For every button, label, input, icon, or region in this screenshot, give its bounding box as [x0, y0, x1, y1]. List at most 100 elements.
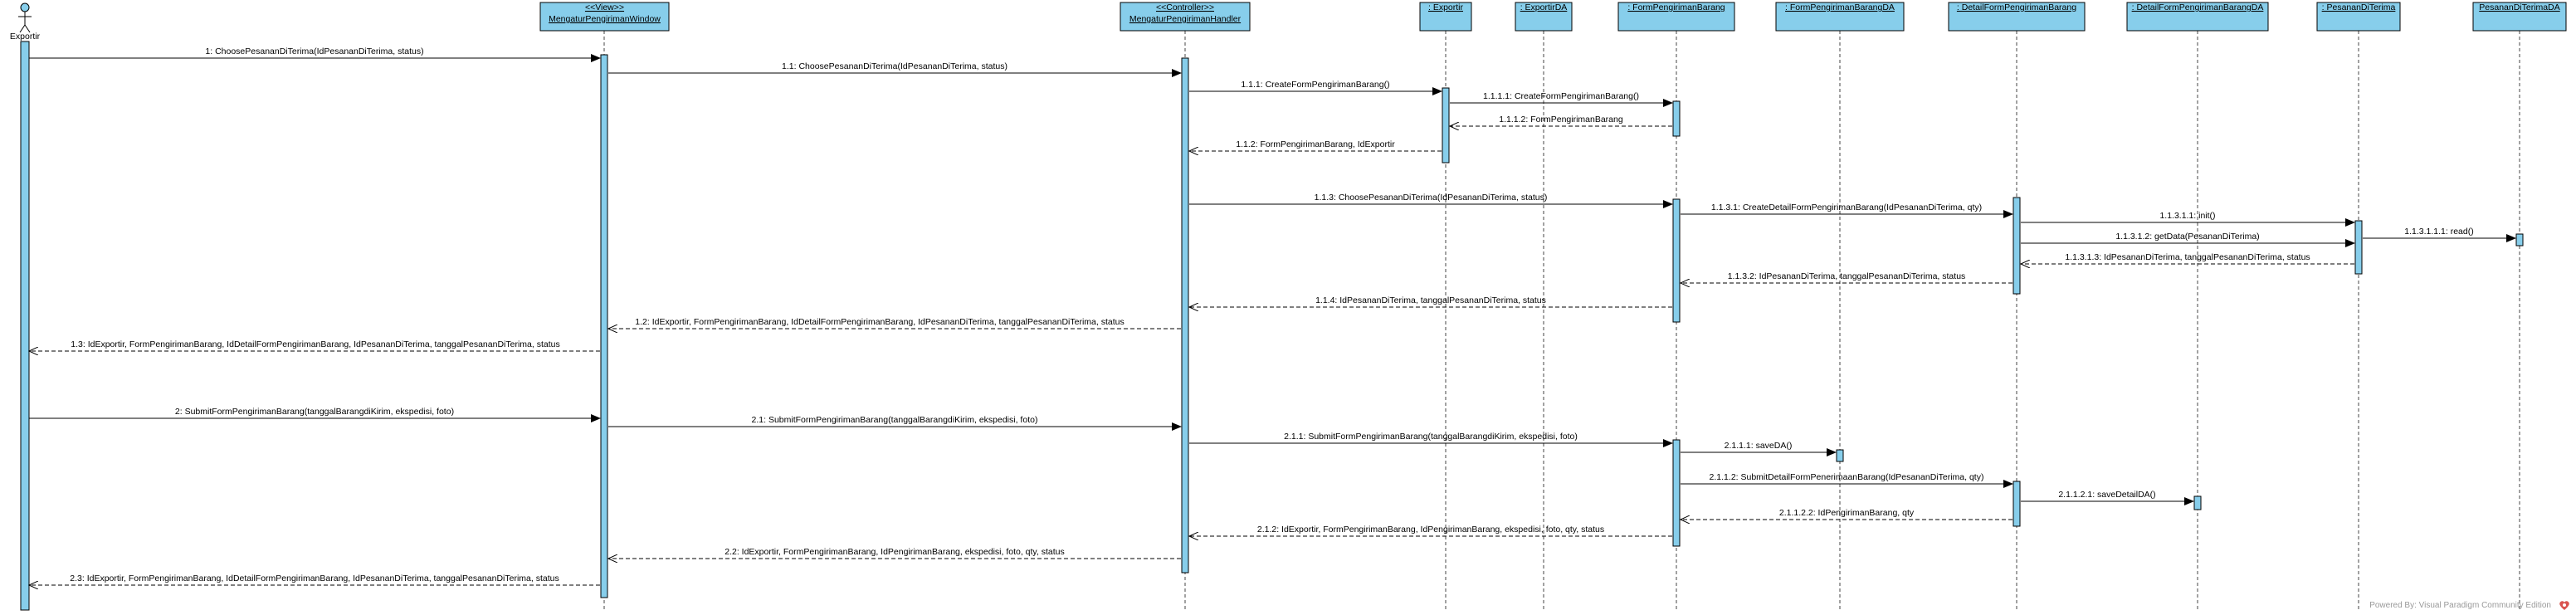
message-label: 1.1: ChoosePesananDiTerima(IdPesananDiTe…: [782, 61, 1007, 71]
powered-by-footer: Powered By: Visual Paradigm Community Ed…: [2369, 601, 2551, 610]
participant-p7[interactable]: : DetailFormPengirimanBarang: [1948, 2, 2086, 32]
message-24[interactable]: 2.1.2: IdExportir, FormPengirimanBarang,…: [1189, 525, 1672, 536]
message-label: 1.2: IdExportir, FormPengirimanBarang, I…: [635, 317, 1124, 327]
message-label: 2.1.1.2.2: IdPengirimanBarang, qty: [1779, 508, 1915, 518]
message-19[interactable]: 2.1.1: SubmitFormPengirimanBarang(tangga…: [1189, 432, 1673, 447]
participant-box: [2126, 2, 2269, 32]
message-13[interactable]: 1.1.3.2: IdPesananDiTerima, tanggalPesan…: [1681, 271, 2013, 283]
participant-label: : ExportirDA: [1520, 2, 1568, 12]
message-16[interactable]: 1.3: IdExportir, FormPengirimanBarang, I…: [29, 339, 600, 351]
activation-bar-p5: [1672, 198, 1681, 323]
activation-bar-p2: [1181, 57, 1189, 574]
visual-paradigm-logo-icon: [2559, 601, 2569, 610]
participant-box: [1775, 2, 1905, 32]
message-7[interactable]: 1.1.3: ChoosePesananDiTerima(IdPesananDi…: [1189, 193, 1673, 208]
participant-p10[interactable]: PesananDiTerimaDA: [2472, 2, 2567, 32]
message-label: 1: ChoosePesananDiTerima(IdPesananDiTeri…: [205, 46, 423, 56]
participant-box: [1617, 2, 1735, 32]
message-23[interactable]: 2.1.1.2.2: IdPengirimanBarang, qty: [1681, 508, 2013, 520]
message-label: 2.1.1: SubmitFormPengirimanBarang(tangga…: [1284, 432, 1578, 442]
participant-p9[interactable]: : PesananDiTerima: [2316, 2, 2401, 32]
message-9[interactable]: 1.1.3.1.1: init(): [2021, 211, 2355, 227]
message-label: 1.1.4: IdPesananDiTerima, tanggalPesanan…: [1315, 295, 1546, 305]
participant-label: MengaturPengirimanHandler: [1129, 14, 1242, 24]
activation-bar-p7: [2013, 197, 2021, 295]
message-label: 2.1.2: IdExportir, FormPengirimanBarang,…: [1257, 525, 1604, 534]
message-label: 1.1.3.1.2: getData(PesananDiTerima): [2115, 232, 2259, 242]
message-10[interactable]: 1.1.3.1.1.1: read(): [2363, 227, 2516, 242]
activation-bar-p8: [2193, 495, 2202, 510]
participant-p1[interactable]: <<View>> MengaturPengirimanWindow: [539, 2, 670, 32]
activation-bar-p5: [1672, 100, 1681, 137]
message-5[interactable]: 1.1.1.2: FormPengirimanBarang: [1450, 115, 1672, 126]
participant-p6[interactable]: : FormPengirimanBarangDA: [1775, 2, 1905, 32]
message-label: 2.1.1.2: SubmitDetailFormPenerimaanBaran…: [1710, 472, 1984, 482]
participant-label: : DetailFormPengirimanBarangDA: [2132, 2, 2264, 12]
message-label: 1.1.3: ChoosePesananDiTerima(IdPesananDi…: [1315, 193, 1548, 203]
participant-box: [1120, 2, 1251, 32]
message-label: 1.1.3.1: CreateDetailFormPengirimanBaran…: [1711, 203, 1982, 212]
message-label: 1.1.1.2: FormPengirimanBarang: [1499, 115, 1623, 124]
participant-p5[interactable]: : FormPengirimanBarang: [1617, 2, 1735, 32]
message-6[interactable]: 1.1.2: FormPengirimanBarang, IdExportir: [1189, 139, 1442, 151]
participant-box: [1948, 2, 2086, 32]
message-15[interactable]: 1.2: IdExportir, FormPengirimanBarang, I…: [608, 317, 1181, 329]
message-label: 1.1.1: CreateFormPengirimanBarang(): [1241, 80, 1389, 90]
message-label: 1.1.3.1.3: IdPesananDiTerima, tanggalPes…: [2065, 252, 2310, 262]
message-14[interactable]: 1.1.4: IdPesananDiTerima, tanggalPesanan…: [1189, 295, 1672, 307]
message-label: 2.2: IdExportir, FormPengirimanBarang, I…: [724, 547, 1065, 557]
message-17[interactable]: 2: SubmitFormPengirimanBarang(tanggalBar…: [29, 407, 601, 422]
participant-p3[interactable]: : Exportir: [1419, 2, 1472, 32]
message-label: 1.1.2: FormPengirimanBarang, IdExportir: [1236, 139, 1395, 149]
message-label: 1.3: IdExportir, FormPengirimanBarang, I…: [71, 339, 559, 349]
activation-bar-p7: [2013, 481, 2021, 527]
activation-bar-actor: [20, 41, 30, 611]
message-18[interactable]: 2.1: SubmitFormPengirimanBarang(tanggalB…: [608, 415, 1182, 431]
message-label: 1.1.3.2: IdPesananDiTerima, tanggalPesan…: [1728, 271, 1966, 281]
participant-label: MengaturPengirimanWindow: [549, 14, 661, 24]
activation-bar-p9: [2354, 220, 2363, 275]
participant-p8[interactable]: : DetailFormPengirimanBarangDA: [2126, 2, 2269, 32]
participant-label: : PesananDiTerima: [2322, 2, 2396, 12]
message-25[interactable]: 2.2: IdExportir, FormPengirimanBarang, I…: [608, 547, 1181, 559]
message-12[interactable]: 1.1.3.1.3: IdPesananDiTerima, tanggalPes…: [2021, 252, 2354, 264]
message-1[interactable]: 1: ChoosePesananDiTerima(IdPesananDiTeri…: [29, 46, 601, 62]
message-label: 2.1.1.1: saveDA(): [1725, 441, 1793, 451]
participant-label: <<View>>: [585, 2, 624, 12]
activation-bar-p10: [2515, 233, 2524, 246]
message-20[interactable]: 2.1.1.1: saveDA(): [1681, 441, 1837, 456]
message-3[interactable]: 1.1.1: CreateFormPengirimanBarang(): [1189, 80, 1442, 95]
participant-label: : FormPengirimanBarang: [1627, 2, 1725, 12]
message-label: 2.3: IdExportir, FormPengirimanBarang, I…: [70, 574, 559, 583]
activation-bar-p1: [600, 54, 608, 598]
participant-p2[interactable]: <<Controller>> MengaturPengirimanHandler: [1120, 2, 1251, 32]
participant-box: [2316, 2, 2401, 32]
actor-icon: [18, 2, 32, 33]
message-label: 1.1.3.1.1: init(): [2159, 211, 2215, 221]
message-26[interactable]: 2.3: IdExportir, FormPengirimanBarang, I…: [29, 574, 600, 585]
message-label: 2.1.1.2.1: saveDetailDA(): [2058, 490, 2155, 500]
activation-bar-p3: [1442, 87, 1450, 164]
participant-label: : FormPengirimanBarangDA: [1785, 2, 1895, 12]
message-8[interactable]: 1.1.3.1: CreateDetailFormPengirimanBaran…: [1681, 203, 2013, 218]
participant-box: [539, 2, 670, 32]
participant-box: [1515, 2, 1573, 32]
message-label: 1.1.3.1.1.1: read(): [2404, 227, 2473, 237]
message-11[interactable]: 1.1.3.1.2: getData(PesananDiTerima): [2021, 232, 2355, 247]
message-4[interactable]: 1.1.1.1: CreateFormPengirimanBarang(): [1450, 91, 1673, 107]
participant-label: : DetailFormPengirimanBarang: [1957, 2, 2076, 12]
message-21[interactable]: 2.1.1.2: SubmitDetailFormPenerimaanBaran…: [1681, 472, 2013, 488]
message-label: 1.1.1.1: CreateFormPengirimanBarang(): [1483, 91, 1639, 101]
participant-box: [2472, 2, 2567, 32]
message-22[interactable]: 2.1.1.2.1: saveDetailDA(): [2021, 490, 2194, 505]
participant-p4[interactable]: : ExportirDA: [1515, 2, 1573, 32]
actor-name: Exportir: [10, 32, 41, 41]
participant-box: [1419, 2, 1472, 32]
activation-bar-p5: [1672, 439, 1681, 547]
participant-label: : Exportir: [1428, 2, 1464, 12]
participant-label: <<Controller>>: [1156, 2, 1214, 12]
message-2[interactable]: 1.1: ChoosePesananDiTerima(IdPesananDiTe…: [608, 61, 1182, 77]
message-label: 2: SubmitFormPengirimanBarang(tanggalBar…: [175, 407, 454, 417]
activation-bar-p6: [1836, 449, 1844, 462]
